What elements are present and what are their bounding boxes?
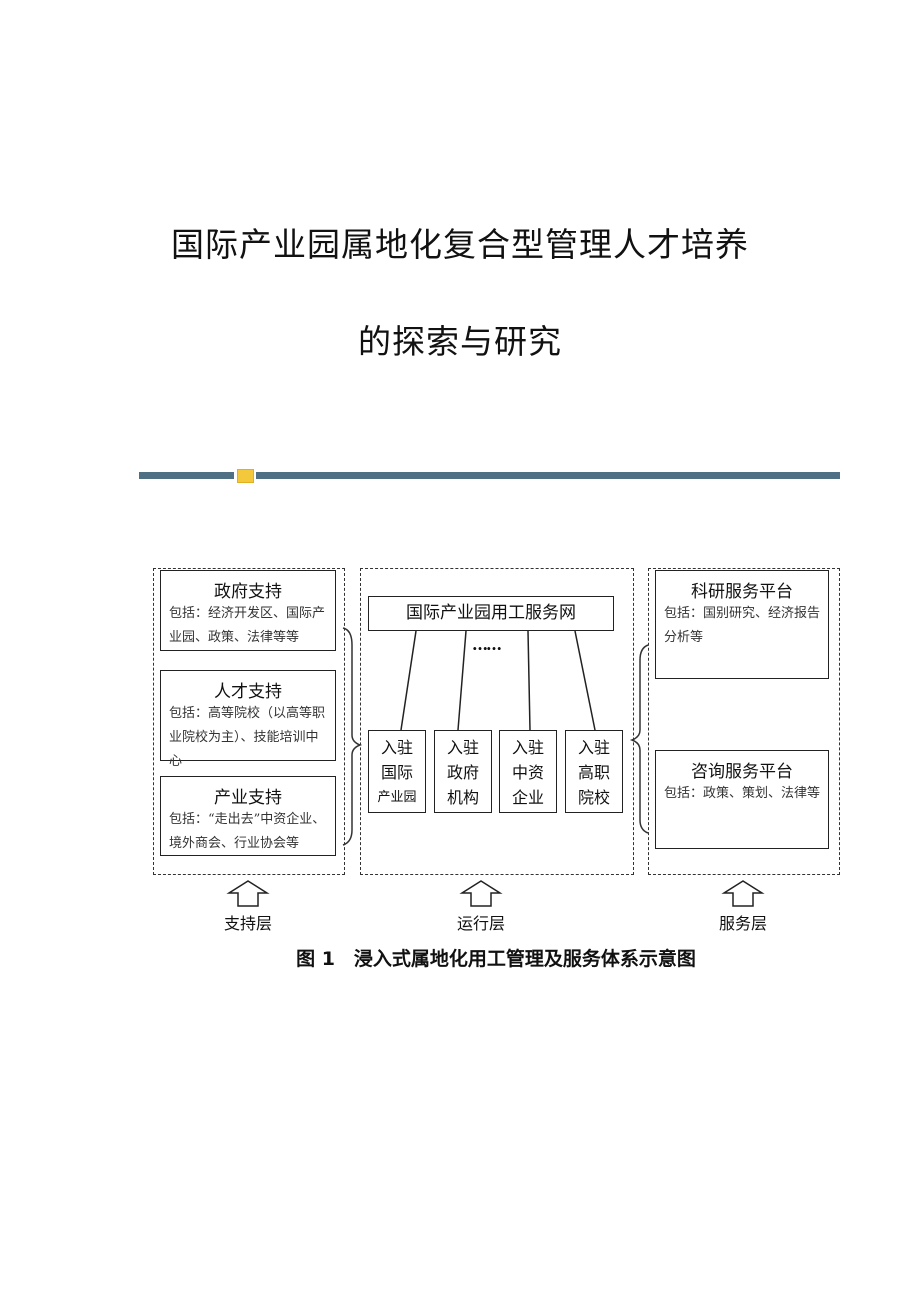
layer-label-operation: 运行层 (456, 914, 505, 933)
box-text: 包括：“走出去”中资企业、境外商会、行业协会等 (169, 812, 326, 851)
support-layer-panel (153, 568, 345, 875)
entity-box: 入驻高职院校 (565, 730, 623, 813)
box-heading: 科研服务平台 (691, 582, 793, 602)
entity-box: 入驻中资企业 (499, 730, 557, 813)
figure-caption: 图 1 浸入式属地化用工管理及服务体系示意图 (296, 948, 696, 970)
box-text: 包括：国别研究、经济报告分析等 (664, 606, 821, 645)
box-heading: 政府支持 (214, 582, 282, 602)
industry-support-box: 产业支持 包括：“走出去”中资企业、境外商会、行业协会等 (160, 776, 336, 856)
title-line-2: 的探索与研究 (358, 322, 562, 361)
research-platform-box: 科研服务平台 包括：国别研究、经济报告分析等 (655, 570, 829, 679)
box-text: 包括：政策、策划、法律等 (664, 786, 821, 801)
ellipsis: …… (472, 635, 502, 654)
gov-support-box: 政府支持 包括：经济开发区、国际产业园、政策、法律等等 (160, 570, 336, 651)
box-text: 包括：经济开发区、国际产业园、政策、法律等等 (169, 606, 326, 645)
envelope-icon (237, 469, 254, 483)
operation-layer-panel (360, 568, 634, 875)
box-heading: 产业支持 (214, 788, 282, 808)
title-line-1: 国际产业园属地化复合型管理人才培养 (171, 225, 749, 264)
layer-label-service: 服务层 (718, 914, 767, 933)
layer-label-support: 支持层 (223, 914, 272, 933)
consulting-platform-box: 咨询服务平台 包括：政策、策划、法律等 (655, 750, 829, 849)
talent-support-box: 人才支持 包括：高等院校（以高等职业院校为主）、技能培训中心 (160, 670, 336, 769)
right-brace (629, 644, 649, 834)
service-network-box: 国际产业园用工服务网 (368, 596, 614, 631)
up-arrow-icons (226, 880, 765, 907)
connector-lines (400, 630, 596, 731)
box-heading: 咨询服务平台 (691, 762, 793, 782)
service-layer-panel (648, 568, 840, 875)
divider-bar-right (256, 472, 840, 479)
left-brace (342, 627, 363, 846)
entity-box: 入驻国际产业园 (368, 730, 426, 813)
entity-box: 入驻政府机构 (434, 730, 492, 813)
diagram-lines (226, 627, 765, 907)
divider-bar-left (139, 472, 234, 479)
box-text: 包括：高等院校（以高等职业院校为主）、技能培训中心 (169, 706, 326, 769)
box-heading: 人才支持 (214, 682, 282, 702)
